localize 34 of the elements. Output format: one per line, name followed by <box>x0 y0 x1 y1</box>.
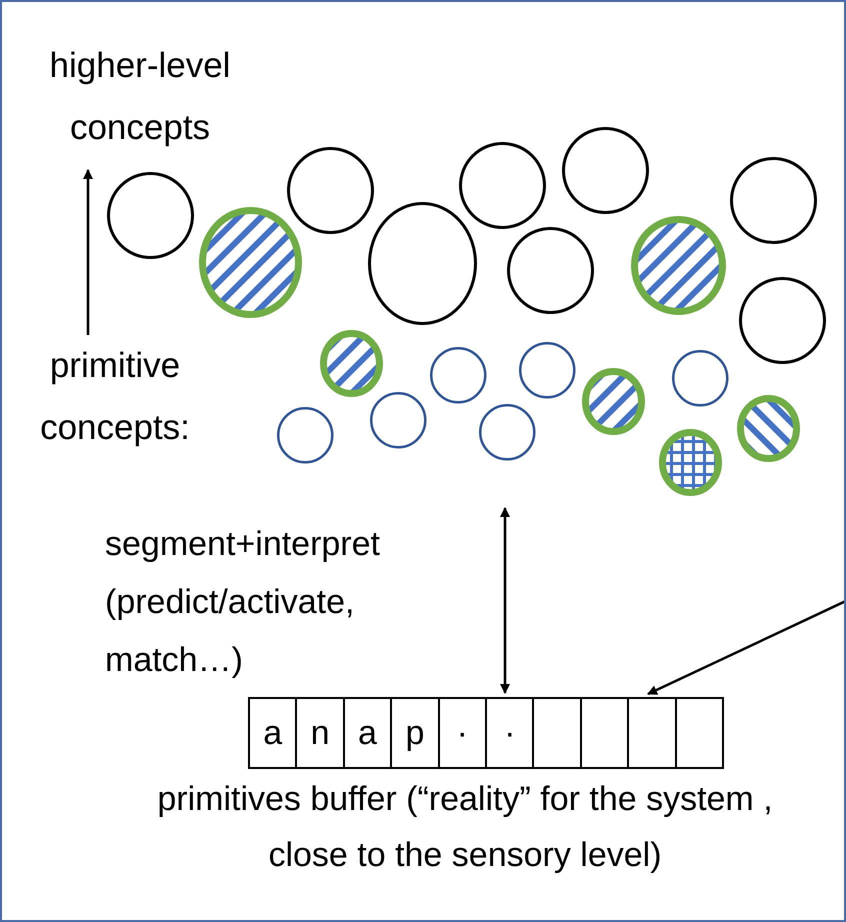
concept-circle <box>368 202 476 324</box>
concept-circle <box>478 404 536 460</box>
active-concept-circle <box>658 428 722 496</box>
buffer-cell: a <box>250 699 296 767</box>
buffer-cell: · <box>485 699 532 767</box>
concept-circle <box>506 226 594 314</box>
buffer-cell: a <box>342 699 390 767</box>
concept-label: higher-level concepts <box>20 35 260 159</box>
arrow <box>500 507 510 694</box>
active-concept-circle <box>630 216 726 314</box>
concept-circle <box>276 406 334 464</box>
arrow <box>647 598 846 696</box>
active-concept-circle <box>198 206 302 318</box>
concept-circle <box>370 392 426 448</box>
concept-circle <box>562 126 648 214</box>
concept-label: primitive concepts: <box>10 335 220 459</box>
concept-circle <box>458 142 546 228</box>
concept-circle <box>286 146 374 234</box>
edge-label: segment+interpret (predict/activate, match…) <box>105 524 381 681</box>
concept-circle <box>672 350 728 406</box>
concept-circle <box>430 346 486 404</box>
concept-circle <box>518 342 576 398</box>
buffer-cell: · <box>438 699 486 767</box>
arrow <box>83 169 93 335</box>
concept-circle <box>106 172 194 258</box>
concept-circle <box>738 276 826 364</box>
active-concept-circle <box>582 368 644 434</box>
buffer-cell: p <box>390 699 438 767</box>
buffer-cell: n <box>295 699 343 767</box>
buffer-strip <box>248 697 724 769</box>
active-concept-circle <box>320 330 382 396</box>
active-concept-circle <box>736 394 800 462</box>
buffer-caption: primitives buffer (“reality” for the system , close to the sensory level) <box>156 779 774 876</box>
concept-circle <box>730 156 816 244</box>
